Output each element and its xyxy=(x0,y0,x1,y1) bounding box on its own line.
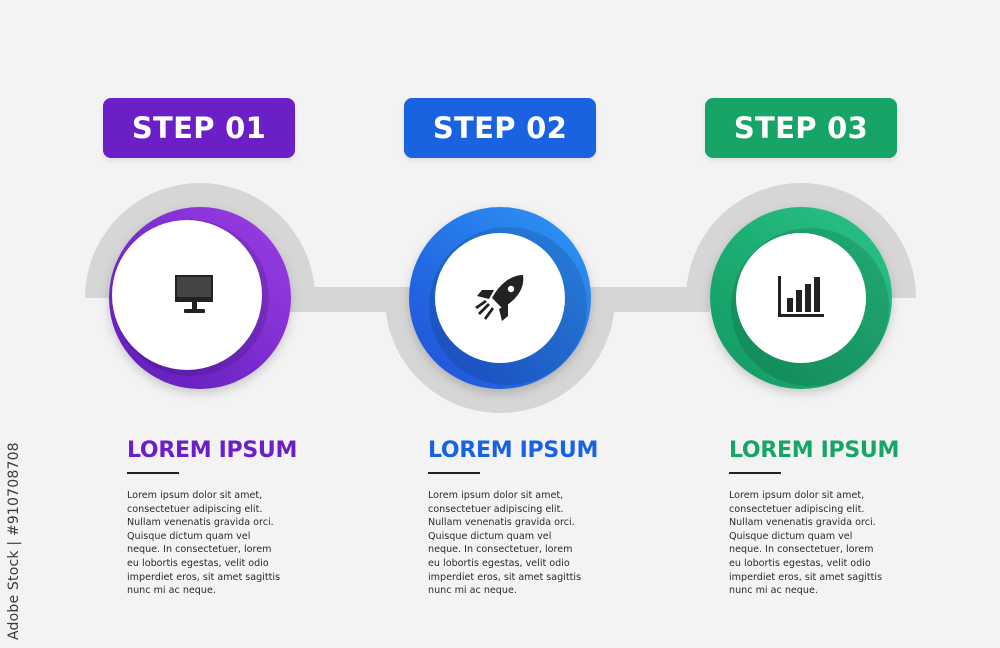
monitor-icon xyxy=(175,275,213,313)
step-description-2: Lorem ipsum dolor sit amet, consectetuer… xyxy=(428,490,582,597)
step-node-2 xyxy=(409,207,591,389)
step-badge-3: STEP 03 xyxy=(705,98,897,158)
rocket-icon xyxy=(475,275,524,321)
step-badge-2: STEP 02 xyxy=(404,98,596,158)
heading-underline-2 xyxy=(428,472,480,474)
step-description-1: Lorem ipsum dolor sit amet, consectetuer… xyxy=(127,490,281,597)
step-heading-2: LOREM IPSUM xyxy=(428,438,599,463)
connector-arc-step-2 xyxy=(385,298,615,413)
connector-arc-step-3 xyxy=(686,183,916,298)
heading-underline-1 xyxy=(127,472,179,474)
step-node-1 xyxy=(109,207,291,389)
step-node-3 xyxy=(710,207,892,389)
bar-chart-icon xyxy=(778,276,824,317)
step-description-3: Lorem ipsum dolor sit amet, consectetuer… xyxy=(729,490,883,597)
stock-watermark: Adobe Stock | #910708708 xyxy=(6,442,22,640)
heading-underline-3 xyxy=(729,472,781,474)
step-heading-3: LOREM IPSUM xyxy=(729,438,900,463)
step-heading-1: LOREM IPSUM xyxy=(127,438,298,463)
connector-arc-step-1 xyxy=(85,183,315,298)
step-badge-1: STEP 01 xyxy=(103,98,295,158)
